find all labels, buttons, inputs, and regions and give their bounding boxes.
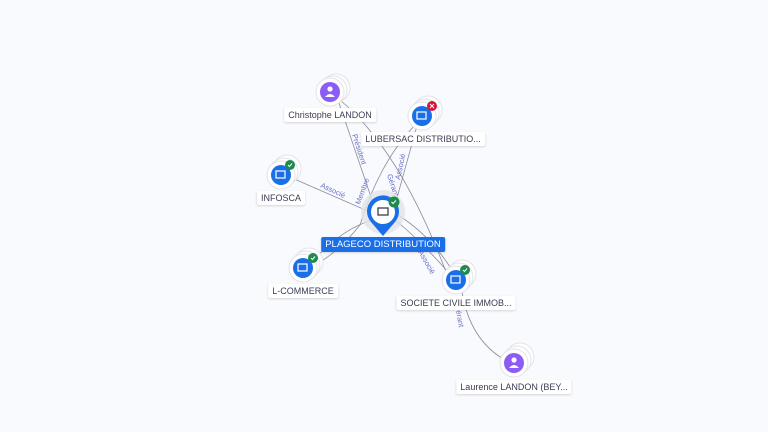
node-label-plageco[interactable]: PLAGECO DISTRIBUTION: [321, 237, 445, 252]
node-laurence-landon[interactable]: [499, 342, 535, 378]
building-icon: [416, 111, 427, 120]
node-societe-civile[interactable]: [441, 259, 477, 295]
node-label-lubersac[interactable]: LUBERSAC DISTRIBUTIO...: [361, 132, 485, 146]
edge-associe-infosca: [291, 177, 371, 213]
node-label-l-commerce[interactable]: L-COMMERCE: [268, 284, 338, 298]
person-icon: [325, 86, 335, 97]
edge-label-gerant-societe: Gérant: [453, 304, 466, 329]
active-status-icon: [308, 253, 318, 263]
node-christophe-landon[interactable]: [315, 73, 351, 107]
node-label-infosca[interactable]: INFOSCA: [256, 191, 306, 205]
edge-label-associe-societe: Associé: [416, 249, 437, 276]
node-label-societe[interactable]: SOCIETE CIVILE IMMOB...: [396, 296, 516, 310]
person-icon: [509, 357, 519, 368]
node-label-laurence[interactable]: Laurence LANDON (BEY...: [456, 380, 572, 394]
node-plageco-center[interactable]: [361, 190, 405, 236]
building-icon: [275, 170, 286, 179]
node-label-christophe[interactable]: Christophe LANDON: [284, 108, 376, 122]
node-infosca[interactable]: [266, 154, 302, 190]
node-lubersac[interactable]: [407, 95, 443, 131]
building-icon: [377, 207, 389, 216]
building-icon: [450, 275, 461, 284]
building-icon: [297, 263, 308, 272]
active-status-icon: [285, 160, 295, 170]
active-status-icon: [460, 265, 470, 275]
node-l-commerce[interactable]: [288, 247, 324, 283]
edge-label-associe-infosca: Associé: [319, 181, 347, 200]
